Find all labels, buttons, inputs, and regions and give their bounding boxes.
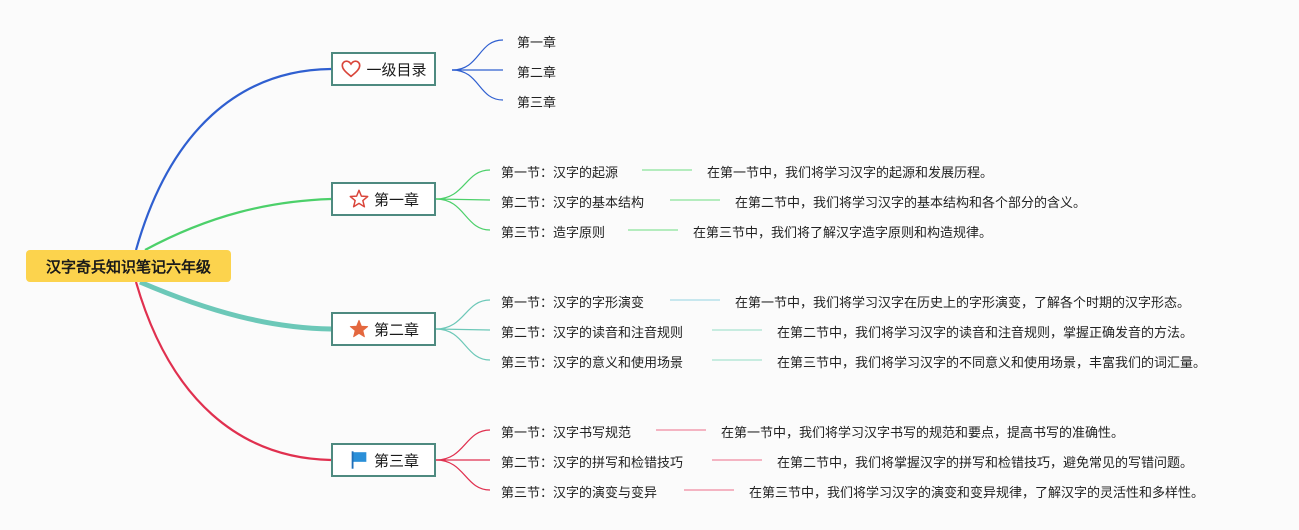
ch1-sec1-label[interactable]: 第一节：汉字的起源 [501, 166, 619, 181]
chapter3-title: 第三章 [373, 451, 419, 470]
ch3-sec2-desc[interactable]: 在第二节中，我们将掌握汉字的拼写和检错技巧，避免常见的写错问题。 [777, 456, 1194, 471]
branch-root-chapter3 [134, 281, 332, 462]
chapter2-title: 第二章 [373, 320, 419, 339]
ch1-sec2-desc[interactable]: 在第二节中，我们将学习汉字的基本结构和各个部分的含义。 [735, 196, 1087, 211]
ch3-sec1-desc[interactable]: 在第一节中，我们将学习汉字书写的规范和要点，提高书写的准确性。 [721, 426, 1125, 441]
ch2-sec2-desc[interactable]: 在第二节中，我们将学习汉字的读音和注音规则，掌握正确发音的方法。 [777, 326, 1194, 341]
ch3-sec2-label[interactable]: 第二节：汉字的拼写和检错技巧 [501, 456, 684, 471]
ch2-sec2-label[interactable]: 第二节：汉字的读音和注音规则 [501, 326, 684, 341]
ch1-link-3 [435, 198, 491, 231]
root-title: 汉字奇兵知识笔记六年级 [45, 257, 211, 276]
ch1-link-2 [435, 198, 491, 201]
toc-item-1[interactable]: 第一章 [517, 36, 557, 51]
flag-icon [348, 449, 370, 471]
star-filled-icon [348, 318, 370, 340]
ch2-sec3-desc[interactable]: 在第三节中，我们将学习汉字的不同意义和使用场景，丰富我们的词汇量。 [777, 356, 1207, 371]
ch2-link-3 [435, 328, 491, 361]
ch3-link-1 [435, 429, 491, 461]
branch-root-chapter1 [144, 197, 332, 251]
toc-link-3 [451, 69, 504, 101]
toc-node[interactable]: 一级目录 [331, 52, 436, 86]
chapter2-node[interactable]: 第二章 [331, 312, 436, 346]
ch1-link-1 [435, 169, 491, 200]
ch3-sec1-label[interactable]: 第一节：汉字书写规范 [501, 426, 632, 441]
ch1-sec1-desc[interactable]: 在第一节中，我们将学习汉字的起源和发展历程。 [707, 166, 994, 181]
toc-item-3[interactable]: 第三章 [517, 96, 557, 111]
ch2-link-1 [435, 299, 491, 330]
ch2-link-2 [435, 328, 491, 331]
branch-root-chapter2 [139, 279, 332, 332]
toc-title: 一级目录 [366, 60, 427, 79]
star-outline-icon [348, 188, 370, 210]
chapter1-title: 第一章 [373, 190, 419, 209]
ch3-sec3-desc[interactable]: 在第三节中，我们将学习汉字的演变和变异规律，了解汉字的灵活性和多样性。 [749, 486, 1205, 501]
ch2-sec3-label[interactable]: 第三节：汉字的意义和使用场景 [501, 356, 684, 371]
toc-link-1 [451, 39, 504, 71]
ch1-sec3-label[interactable]: 第三节：造字原则 [501, 226, 606, 241]
ch2-sec1-label[interactable]: 第一节：汉字的字形演变 [501, 296, 645, 311]
ch1-sec3-desc[interactable]: 在第三节中，我们将了解汉字造字原则和构造规律。 [693, 226, 993, 241]
ch3-sec3-label[interactable]: 第三节：汉字的演变与变异 [501, 486, 658, 501]
ch1-sec2-label[interactable]: 第二节：汉字的基本结构 [501, 196, 645, 211]
heart-outline-icon [340, 58, 362, 80]
ch3-link-3 [435, 459, 491, 491]
root-node[interactable]: 汉字奇兵知识笔记六年级 [26, 250, 231, 282]
ch2-sec1-desc[interactable]: 在第一节中，我们将学习汉字在历史上的字形演变，了解各个时期的汉字形态。 [735, 296, 1191, 311]
chapter3-node[interactable]: 第三章 [331, 443, 436, 477]
toc-item-2[interactable]: 第二章 [517, 66, 557, 81]
branch-root-toc [134, 67, 332, 251]
chapter1-node[interactable]: 第一章 [331, 182, 436, 216]
